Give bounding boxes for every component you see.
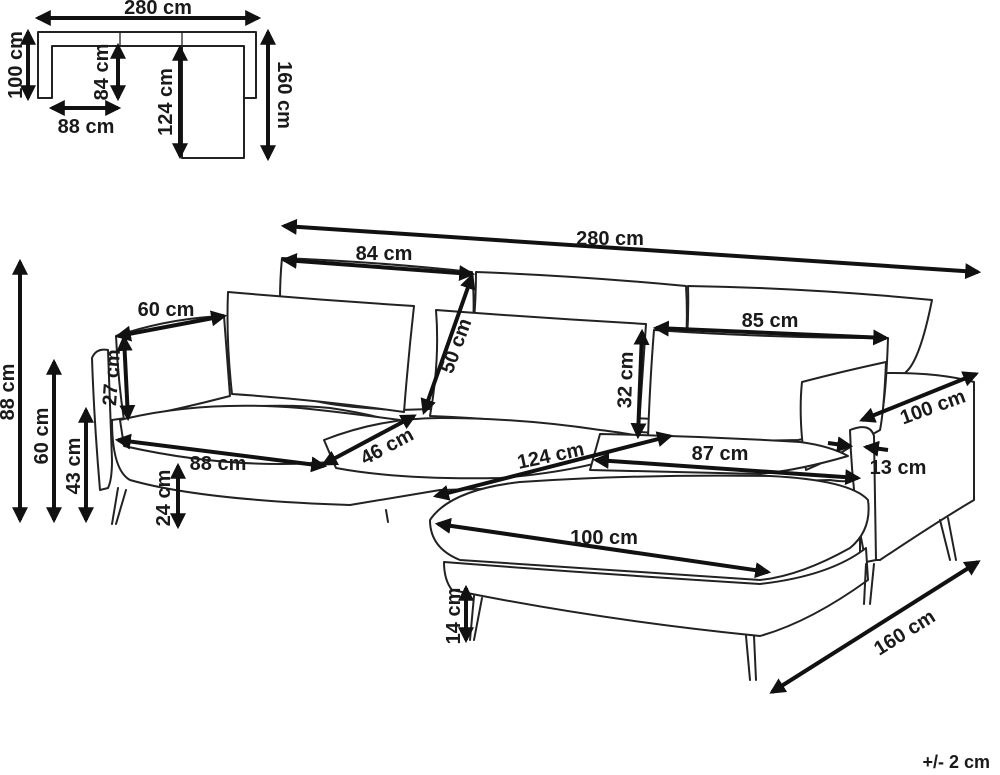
top-chaise-depth-label: 160 cm	[273, 61, 295, 129]
arm-depth-dim	[859, 371, 979, 423]
top-seat-width-label: 88 cm	[58, 116, 115, 138]
seat-cushion-height-label: 43 cm	[63, 438, 85, 495]
chaise-cushion-length-dim	[434, 517, 772, 579]
lumbar-width-label: 85 cm	[742, 310, 799, 332]
arm-width-dim	[827, 436, 854, 453]
seat-height-label: 60 cm	[31, 408, 53, 465]
seat-depth-dim	[321, 414, 417, 466]
back-cushion-width-label: 84 cm	[356, 243, 413, 265]
top-inner-depth-label: 84 cm	[91, 44, 113, 101]
seat-width-label: 88 cm	[190, 453, 247, 475]
top-depth-left-label: 100 cm	[5, 31, 27, 99]
top-chaise-width-label: 124 cm	[155, 68, 177, 136]
leg-height-label: 24 cm	[153, 470, 175, 527]
total-width-label: 280 cm	[576, 228, 644, 250]
chaise-width-dim	[432, 431, 674, 501]
tolerance-note: +/- 2 cm	[922, 752, 990, 772]
dimension-lines	[12, 218, 982, 694]
pillow-width-label: 60 cm	[138, 299, 195, 321]
arm-width-label: 13 cm	[870, 457, 927, 479]
chaise-cushion-length-label: 100 cm	[570, 527, 638, 549]
total-height-label: 88 cm	[0, 364, 19, 421]
lumbar-height-dim	[630, 328, 650, 440]
chaise-leg-height-label: 14 cm	[443, 588, 465, 645]
total-width-dim	[280, 218, 982, 280]
chaise-inner-width-dim	[592, 452, 862, 486]
arm-width-dim-2	[862, 440, 889, 457]
pillow-width-dim	[114, 310, 228, 342]
chaise-length-dim	[769, 560, 981, 694]
back-cushion-width-dim	[280, 252, 476, 282]
lumbar-height-label: 32 cm	[614, 351, 638, 408]
back-cushion-height-dim	[420, 272, 476, 416]
dimension-labels: 280 cm 84 cm 50 cm 60 cm 27 cm 85 cm 32 …	[0, 228, 990, 772]
lumbar-width-dim	[652, 320, 890, 346]
chaise-inner-width-label: 87 cm	[692, 443, 749, 465]
top-view-plan: 280 cm 100 cm 84 cm 88 cm 124 cm 160 cm	[5, 0, 295, 162]
chaise-length-label: 160 cm	[870, 606, 939, 661]
pillow-height-dim	[116, 334, 136, 422]
pillow-height-label: 27 cm	[99, 349, 125, 407]
top-width-label: 280 cm	[124, 0, 192, 19]
seat-width-dim	[114, 433, 328, 473]
